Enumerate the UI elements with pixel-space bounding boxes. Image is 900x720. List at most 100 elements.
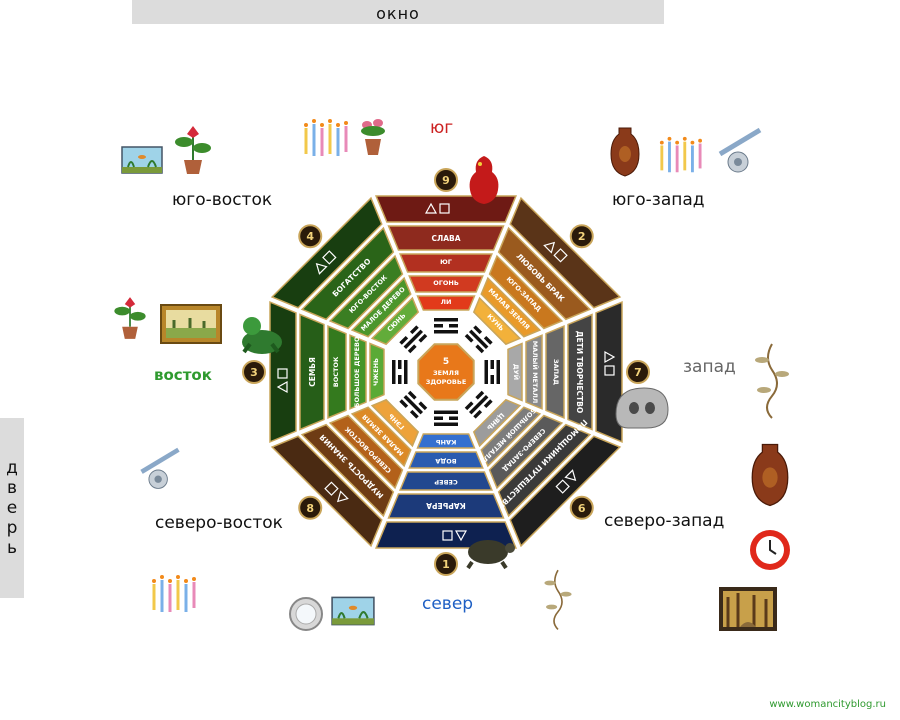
sector-band bbox=[299, 313, 325, 431]
trigram-icon bbox=[464, 390, 493, 419]
sector-band bbox=[399, 471, 493, 491]
sector-label: СЛАВА bbox=[431, 234, 460, 243]
sector-number-badge: 3 bbox=[242, 360, 266, 384]
trigram-icon bbox=[434, 318, 458, 334]
sector-band bbox=[488, 254, 564, 330]
candles-icon bbox=[152, 575, 196, 612]
element-symbols-icon bbox=[424, 202, 450, 214]
door-label: д в е р ь bbox=[0, 418, 24, 598]
sector-band bbox=[525, 334, 543, 410]
sector-label: ВОСТОК bbox=[332, 356, 340, 387]
center-label: ЗДОРОВЬЕ bbox=[426, 378, 467, 386]
sector-number: 8 bbox=[306, 502, 314, 515]
sector-band bbox=[350, 406, 412, 468]
sector-band bbox=[369, 342, 385, 402]
turtle-icon bbox=[466, 540, 515, 570]
rose-pot-icon bbox=[361, 119, 385, 155]
sector-band bbox=[300, 226, 395, 321]
direction-north: север bbox=[422, 594, 474, 614]
door-letter: в bbox=[6, 478, 18, 498]
sector-number-badge: 4 bbox=[298, 224, 323, 249]
sector-band bbox=[328, 254, 404, 330]
sector-number-badge: 2 bbox=[569, 224, 594, 249]
sector-number: 6 bbox=[578, 502, 586, 515]
trigram-icon bbox=[392, 360, 408, 384]
sector-band bbox=[472, 296, 522, 346]
candles-icon bbox=[659, 136, 702, 173]
sector-number-badge: 1 bbox=[434, 552, 458, 576]
sector-band bbox=[416, 433, 476, 449]
sector-band bbox=[349, 334, 367, 410]
door-letter: р bbox=[6, 518, 18, 538]
sector-band bbox=[480, 276, 542, 338]
sector-label: ВОДА bbox=[435, 457, 456, 465]
sector-band bbox=[350, 276, 412, 338]
sector-number: 4 bbox=[306, 230, 314, 243]
flower-pot-icon bbox=[114, 297, 146, 339]
trigram-icon bbox=[464, 325, 493, 354]
forest-painting-icon bbox=[719, 587, 777, 631]
element-symbols-icon bbox=[315, 250, 337, 275]
direction-west: запад bbox=[683, 357, 736, 377]
sector-band bbox=[327, 325, 347, 419]
trigram-icon bbox=[434, 410, 458, 426]
sector-number-badge: 9 bbox=[434, 168, 458, 192]
sector-band bbox=[545, 325, 565, 419]
window-label: окно bbox=[132, 0, 664, 24]
sector-label: ДУЙ bbox=[512, 364, 521, 380]
sector-band bbox=[480, 406, 542, 468]
stone-skull-icon bbox=[615, 387, 669, 429]
sector-label: ОГОНЬ bbox=[433, 279, 459, 287]
sector-band bbox=[507, 342, 523, 402]
red-dragon-icon bbox=[469, 156, 499, 204]
sector-number: 3 bbox=[250, 366, 258, 379]
clock-icon bbox=[750, 530, 790, 570]
sector-label: МАЛЫЙ МЕТАЛЛ bbox=[531, 341, 540, 404]
painting-icon bbox=[160, 304, 222, 344]
trigram-icon bbox=[399, 325, 428, 354]
door-letter: ь bbox=[6, 538, 18, 558]
sector-label: КАНЬ bbox=[436, 438, 457, 446]
sector-band bbox=[497, 423, 592, 518]
trigram-icon bbox=[399, 390, 428, 419]
door-letter: е bbox=[6, 498, 18, 518]
sector-number: 7 bbox=[634, 366, 642, 379]
sector-band bbox=[472, 398, 522, 448]
element-symbols-icon bbox=[276, 368, 288, 394]
sector-band bbox=[300, 423, 395, 518]
aquarium-icon bbox=[121, 146, 163, 174]
vase-icon bbox=[610, 127, 640, 177]
center-label: ЗЕМЛЯ bbox=[433, 369, 459, 377]
sector-band bbox=[408, 275, 484, 293]
center-number: 5 bbox=[443, 357, 449, 367]
sector-number-badge: 8 bbox=[298, 495, 323, 520]
sector-label: ЗАПАД bbox=[552, 359, 560, 385]
bagua-sector-south: СЛАВА ЮГ ОГОНЬ ЛИ bbox=[374, 195, 518, 334]
direction-southwest: юго-запад bbox=[612, 190, 705, 210]
element-symbols-icon bbox=[543, 241, 568, 263]
direction-south: юг bbox=[430, 118, 454, 138]
candles-icon bbox=[304, 119, 348, 156]
sector-label: СЕВЕР bbox=[434, 478, 458, 486]
sector-band bbox=[399, 253, 493, 273]
sector-label: ЛИ bbox=[441, 298, 452, 306]
sector-number: 9 bbox=[442, 174, 450, 187]
floor-lamp-icon bbox=[544, 569, 572, 630]
flower-pot-icon bbox=[175, 126, 211, 174]
sector-band bbox=[387, 493, 505, 519]
sector-band bbox=[416, 295, 476, 311]
sector-label: БОЛЬШОЕ ДЕРЕВО bbox=[353, 336, 361, 407]
sector-label: ЮГ bbox=[440, 258, 452, 266]
sector-label: ЧЖЕНЬ bbox=[372, 358, 380, 386]
sector-band bbox=[408, 451, 484, 469]
sector-band bbox=[370, 296, 420, 346]
website-credit: www.womancityblog.ru bbox=[769, 699, 886, 710]
sector-band bbox=[370, 398, 420, 448]
element-symbols-icon bbox=[555, 469, 577, 494]
